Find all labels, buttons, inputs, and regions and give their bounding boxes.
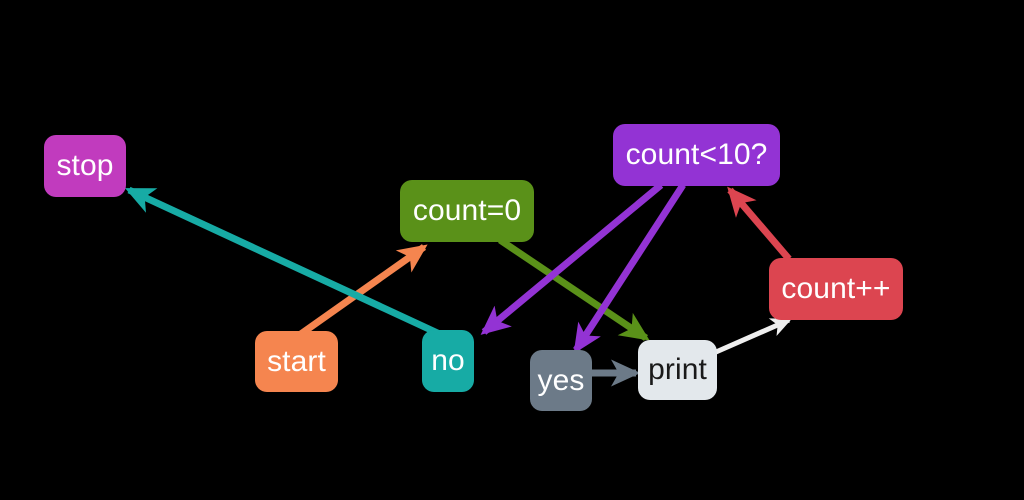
edge-count0-to-print [498, 237, 650, 341]
edge-count10-to-yes [573, 183, 686, 354]
node-countpp[interactable]: count++ [769, 258, 903, 320]
node-label-yes: yes [537, 363, 585, 397]
node-start[interactable]: start [255, 331, 338, 392]
node-count0[interactable]: count=0 [400, 180, 534, 242]
node-no[interactable]: no [422, 330, 474, 392]
node-label-start: start [267, 344, 326, 378]
edge-countpp-to-count10 [727, 186, 792, 262]
node-label-count0: count=0 [412, 194, 522, 227]
edge-start-to-count0 [295, 244, 428, 339]
node-print[interactable]: print [638, 340, 717, 400]
node-label-no: no [431, 344, 465, 377]
edge-count10-to-no [480, 182, 664, 335]
edge-print-to-countpp [714, 317, 792, 355]
node-label-countpp: count++ [781, 272, 891, 305]
node-label-stop: stop [56, 149, 114, 182]
node-yes[interactable]: yes [530, 350, 592, 411]
node-label-count10: count<10? [625, 138, 768, 171]
node-count10[interactable]: count<10? [613, 124, 780, 186]
node-label-print: print [648, 353, 707, 386]
edge-no-to-stop [124, 186, 446, 340]
node-stop[interactable]: stop [44, 135, 126, 197]
